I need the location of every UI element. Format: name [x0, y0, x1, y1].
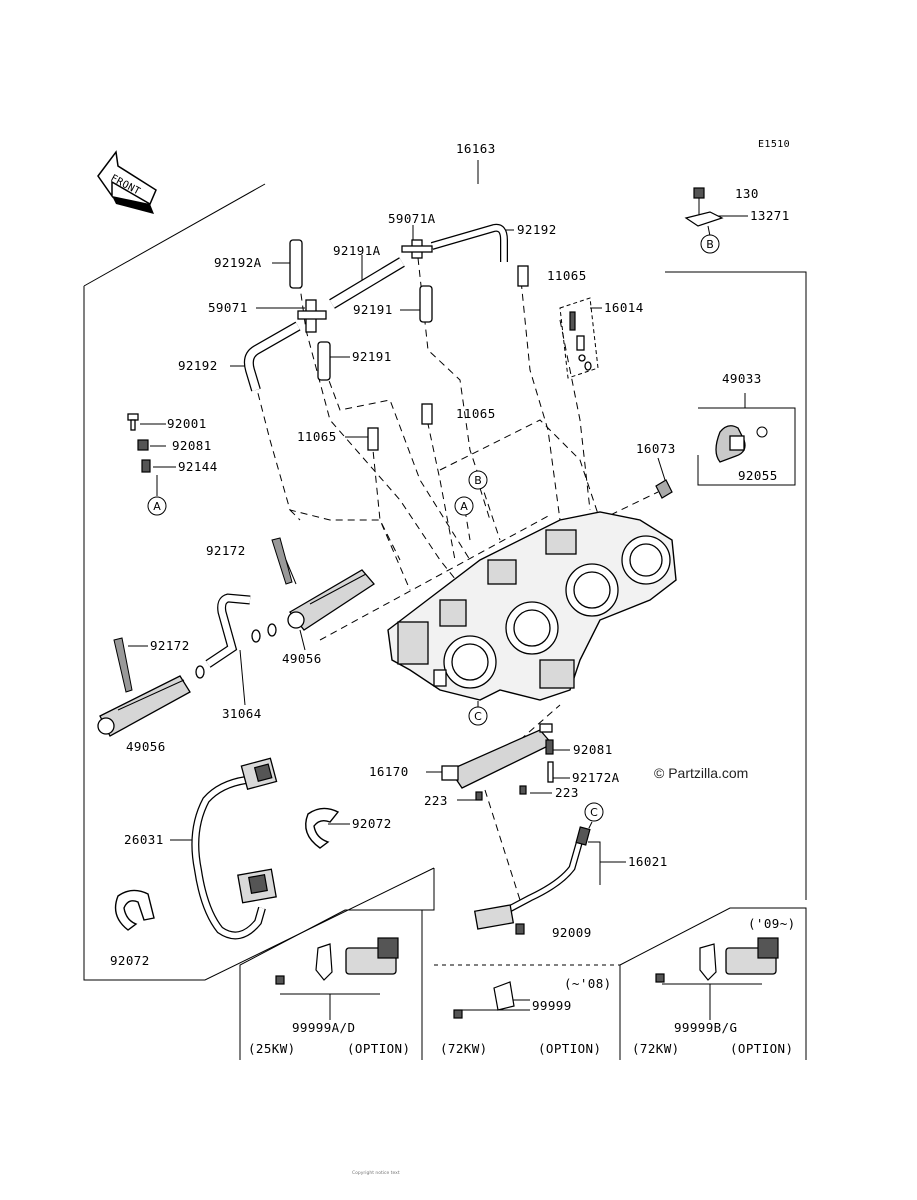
label-49056-right: 49056	[282, 651, 322, 666]
label-99999b-g: 99999B/G	[674, 1020, 737, 1035]
diagram-code: E1510	[758, 139, 790, 150]
label-92172a: 92172A	[572, 770, 620, 785]
label-11065-left: 11065	[297, 429, 337, 444]
label-11065-top: 11065	[547, 268, 587, 283]
label-08: (~'08)	[564, 976, 612, 991]
label-92055: 92055	[738, 468, 778, 483]
label-72kw-b: (72KW)	[632, 1041, 680, 1056]
fuel-rail-49056-upper	[271, 537, 375, 631]
label-223-left: 223	[424, 793, 448, 808]
footer-copyright: Copyright notice text	[352, 1170, 400, 1176]
option-part-99999	[453, 981, 515, 1019]
59071-fitting	[297, 299, 327, 333]
vacuum-hoses	[243, 223, 529, 451]
label-130: 130	[735, 186, 759, 201]
label-09: ('09~)	[748, 916, 796, 931]
screw-kit-16014	[559, 297, 599, 379]
label-92072-left: 92072	[110, 953, 150, 968]
cap-11065-left	[367, 427, 379, 451]
label-92081-right: 92081	[573, 742, 613, 757]
label-92172-upper: 92172	[206, 543, 246, 558]
svg-text:B: B	[474, 474, 482, 487]
option-part-99999a-d	[275, 937, 399, 985]
frame-lines	[83, 183, 807, 1060]
callout-a-center: A	[454, 496, 474, 516]
clamp-92072-right	[305, 807, 340, 849]
wire-harness-26031	[191, 757, 278, 940]
throttle-body-assembly	[387, 511, 677, 701]
label-59071a: 59071A	[388, 211, 436, 226]
label-99999a-d: 99999A/D	[292, 1020, 355, 1035]
label-99999: 99999	[532, 998, 572, 1013]
label-16073: 16073	[636, 441, 676, 456]
cap-11065-top	[517, 265, 529, 287]
bolt-130-and-plate-13271	[684, 187, 724, 237]
label-92009: 92009	[552, 925, 592, 940]
label-13271: 13271	[750, 208, 790, 223]
front-arrow-icon: FRONT	[97, 150, 157, 214]
label-option-c: (OPTION)	[730, 1041, 793, 1056]
label-92191a: 92191A	[333, 243, 381, 258]
label-92191-a: 92191	[353, 302, 393, 317]
callout-c-center: C	[468, 706, 488, 726]
label-option-a: (OPTION)	[347, 1041, 410, 1056]
label-92072-right: 92072	[352, 816, 392, 831]
label-92144: 92144	[178, 459, 218, 474]
label-92192a: 92192A	[214, 255, 262, 270]
sensor-49033	[655, 425, 768, 499]
svg-text:A: A	[460, 500, 468, 513]
option-part-99999b-g	[655, 937, 779, 983]
label-92172-lower: 92172	[150, 638, 190, 653]
label-92191-b: 92191	[352, 349, 392, 364]
label-31064: 31064	[222, 706, 262, 721]
callout-b-right: B	[700, 234, 720, 254]
hose-92191-b	[317, 341, 331, 381]
label-72kw-a: (72KW)	[440, 1041, 488, 1056]
callout-a-left: A	[147, 496, 167, 516]
fuel-rail-16170	[441, 723, 554, 801]
label-49033: 49033	[722, 371, 762, 386]
label-49056-left: 49056	[126, 739, 166, 754]
callout-c-lower: C	[584, 802, 604, 822]
watermark: © Partzilla.com	[654, 765, 748, 781]
label-92001: 92001	[167, 416, 207, 431]
svg-text:C: C	[590, 806, 598, 819]
hose-92191-a	[419, 285, 433, 323]
label-26031: 26031	[124, 832, 164, 847]
fuel-rail-49056-lower	[97, 637, 191, 737]
label-option-b: (OPTION)	[538, 1041, 601, 1056]
cap-11065-mid	[421, 403, 433, 425]
hose-92192a	[289, 239, 303, 289]
label-11065-mid: 11065	[456, 406, 496, 421]
svg-text:C: C	[474, 710, 482, 723]
clamp-92072-left	[114, 889, 155, 931]
svg-text:B: B	[706, 238, 714, 251]
callout-b-center: B	[468, 470, 488, 490]
label-92081-left: 92081	[172, 438, 212, 453]
sensor-16021	[473, 826, 591, 935]
label-25kw: (25KW)	[248, 1041, 296, 1056]
label-92192-top: 92192	[517, 222, 557, 237]
label-16014: 16014	[604, 300, 644, 315]
label-16170: 16170	[369, 764, 409, 779]
label-223-right: 223	[555, 785, 579, 800]
label-16021: 16021	[628, 854, 668, 869]
label-92192-left: 92192	[178, 358, 218, 373]
svg-text:A: A	[153, 500, 161, 513]
label-16163: 16163	[456, 141, 496, 156]
label-59071: 59071	[208, 300, 248, 315]
fuel-hose-31064	[195, 593, 277, 679]
59071a-fitting	[401, 239, 433, 259]
screws-group-a	[127, 413, 151, 473]
